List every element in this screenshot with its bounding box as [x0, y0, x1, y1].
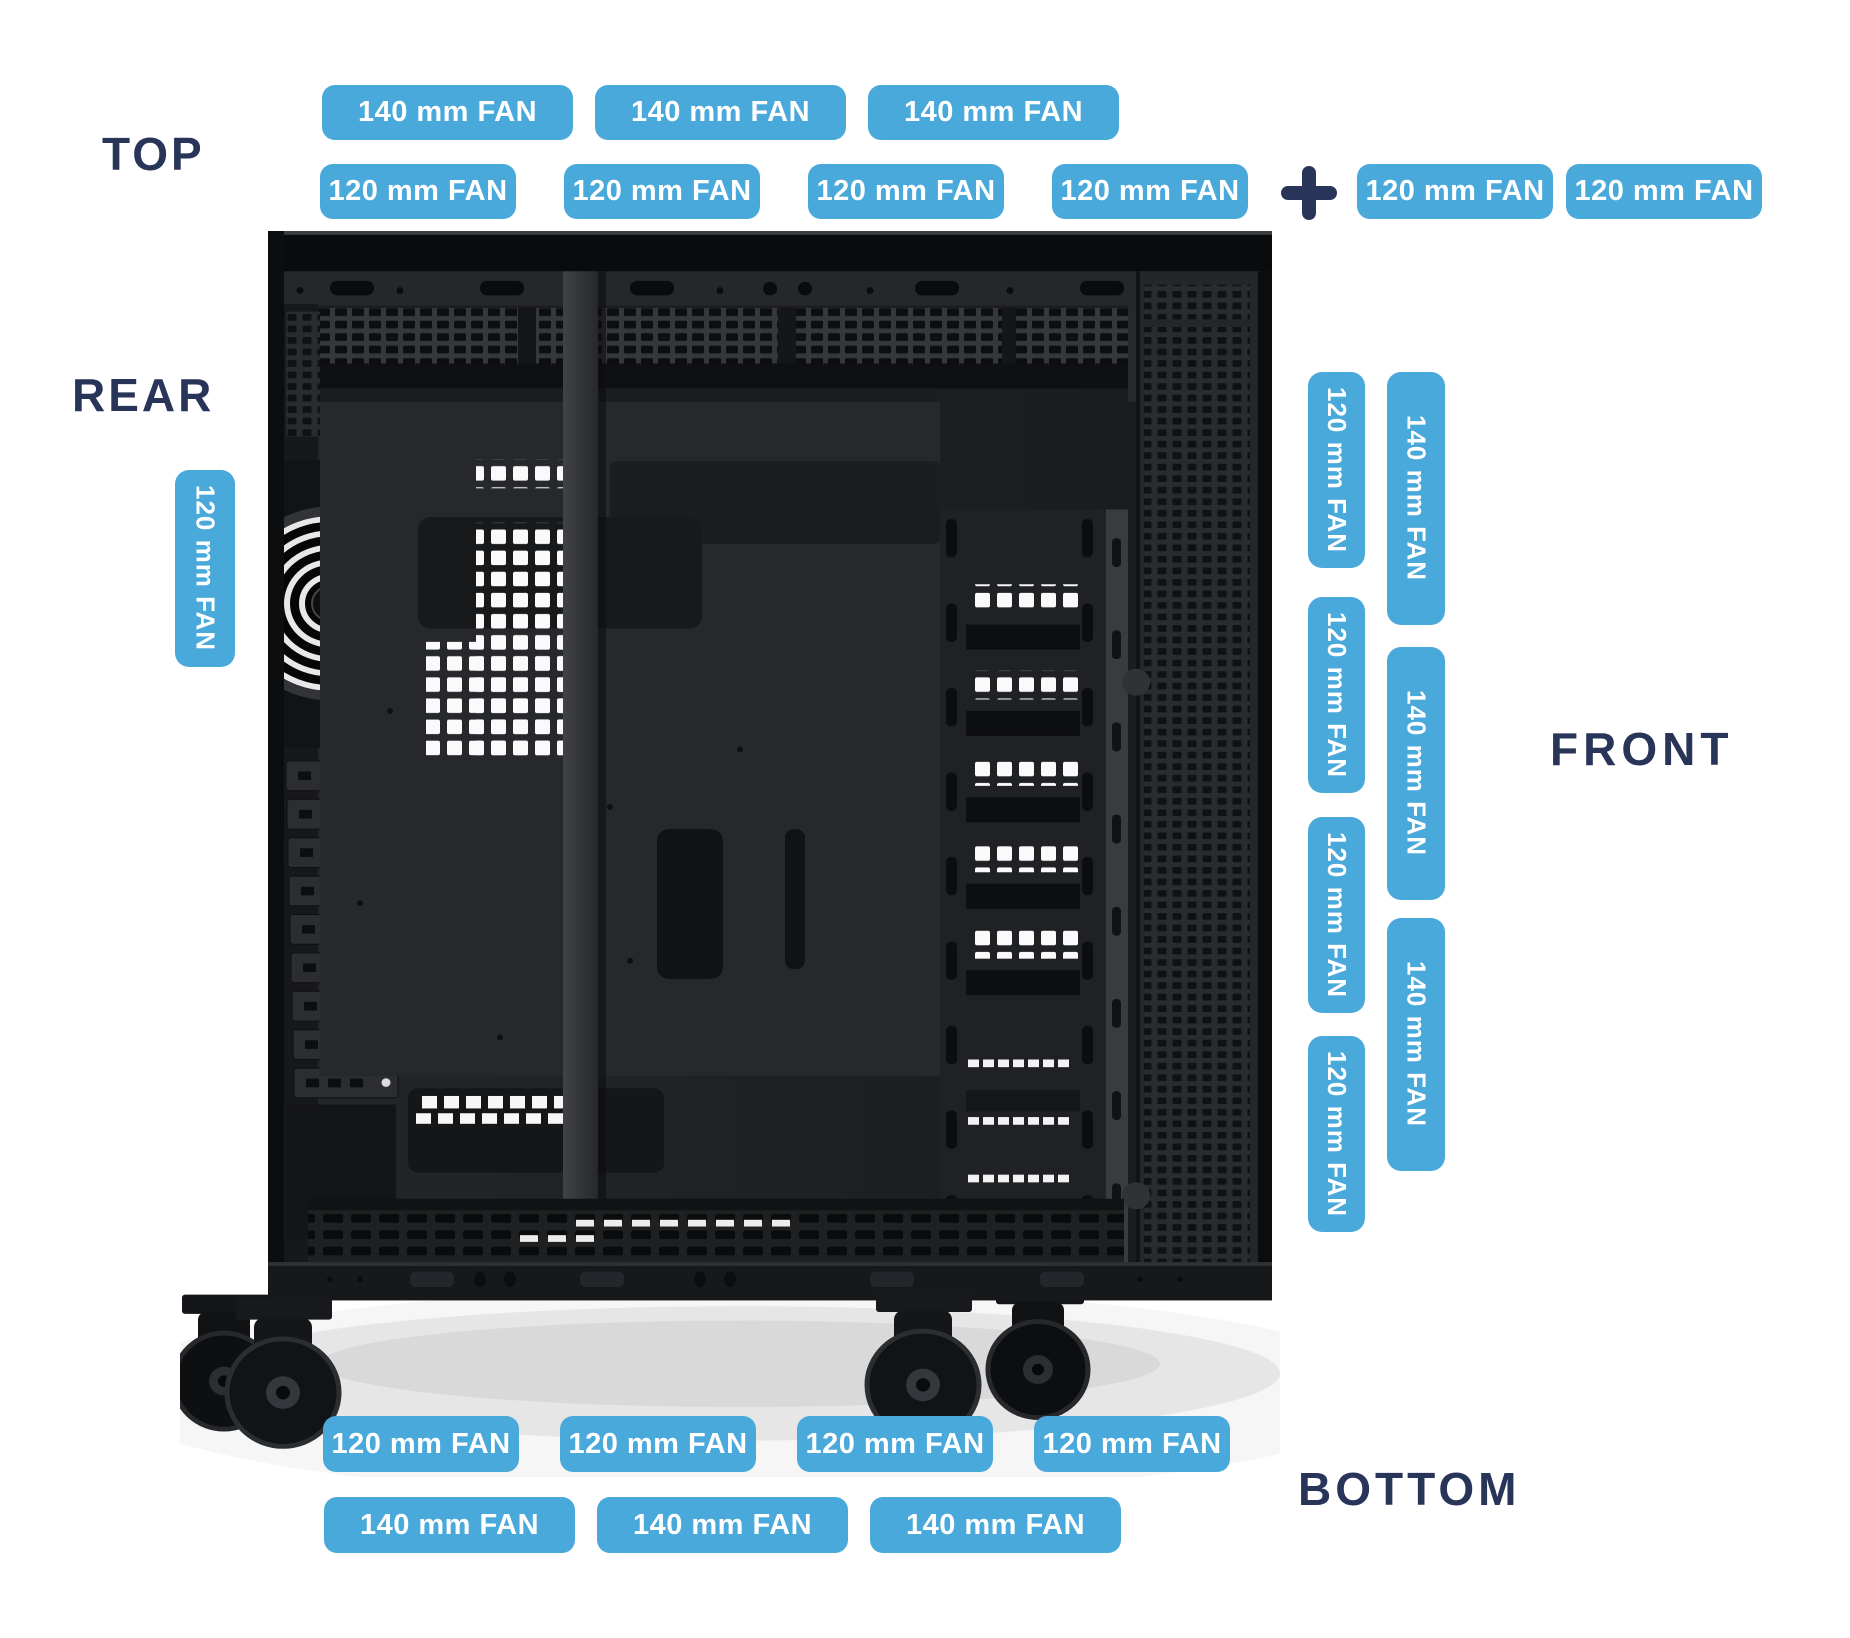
fan-badge-label: 140 mm FAN — [1401, 690, 1432, 857]
bottom-120mm-fan-badge: 120 mm FAN — [797, 1416, 993, 1472]
front-label: FRONT — [1550, 723, 1734, 775]
top-120mm-fan-badge: 120 mm FAN — [1052, 164, 1248, 219]
fan-badge-label: 140 mm FAN — [903, 96, 1084, 128]
fan-badge-label: 120 mm FAN — [1042, 1427, 1222, 1460]
fan-badge-label: 120 mm FAN — [805, 1427, 985, 1460]
caster-wheel — [224, 1298, 342, 1449]
fan-badge-label: 140 mm FAN — [1401, 415, 1432, 582]
fan-badge-label: 120 mm FAN — [1574, 175, 1754, 207]
fan-badge-label: 120 mm FAN — [1322, 831, 1352, 999]
fan-badge-label: 140 mm FAN — [359, 1508, 540, 1541]
top-120mm-fan-badge: 120 mm FAN — [320, 164, 516, 219]
front-140mm-fan-badge: 140 mm FAN — [1387, 647, 1445, 900]
fan-badge-label: 140 mm FAN — [1401, 961, 1432, 1128]
front-120mm-fan-badge: 120 mm FAN — [1308, 1036, 1365, 1232]
bottom-vent — [408, 1088, 664, 1173]
fan-badge-label: 140 mm FAN — [357, 96, 538, 128]
top-mesh — [298, 307, 1232, 364]
fan-badge-label: 120 mm FAN — [568, 1427, 748, 1460]
fan-badge-label: 120 mm FAN — [190, 485, 221, 652]
rear-label: REAR — [72, 369, 215, 421]
drive-cage-vents — [966, 584, 1080, 1239]
fan-badge-label: 140 mm FAN — [632, 1508, 813, 1541]
fan-badge-label: 120 mm FAN — [1365, 175, 1545, 207]
fan-badge-label: 140 mm FAN — [905, 1508, 1086, 1541]
pc-case-illustration — [180, 231, 1280, 1477]
fan-badge-label: 120 mm FAN — [1322, 386, 1352, 554]
bottom-140mm-fan-badge: 140 mm FAN — [324, 1497, 575, 1553]
fan-badge-label: 120 mm FAN — [328, 175, 508, 207]
top-label: TOP — [102, 128, 205, 180]
case-floor — [268, 1198, 1272, 1301]
fan-badge-label: 140 mm FAN — [630, 96, 811, 128]
bottom-label: BOTTOM — [1298, 1463, 1521, 1515]
top-140mm-fan-badge: 140 mm FAN — [595, 85, 846, 140]
top-120mm-fan-badge: 120 mm FAN — [808, 164, 1004, 219]
bottom-120mm-fan-badge: 120 mm FAN — [1034, 1416, 1230, 1472]
front-120mm-fan-badge: 120 mm FAN — [1308, 597, 1365, 793]
fan-badge-label: 120 mm FAN — [331, 1427, 511, 1460]
front-120mm-fan-badge: 120 mm FAN — [1308, 372, 1365, 568]
fan-badge-label: 120 mm FAN — [816, 175, 996, 207]
caster-wheel — [864, 1290, 982, 1442]
cable-management-bar — [558, 271, 606, 1278]
motherboard-tray — [320, 388, 940, 1173]
plus-icon — [1281, 166, 1337, 220]
drive-cage — [940, 509, 1106, 1266]
bottom-140mm-fan-badge: 140 mm FAN — [597, 1497, 848, 1553]
bottom-140mm-fan-badge: 140 mm FAN — [870, 1497, 1121, 1553]
bottom-120mm-fan-badge: 120 mm FAN — [323, 1416, 519, 1472]
top-140mm-fan-badge: 140 mm FAN — [322, 85, 573, 140]
front-140mm-fan-badge: 140 mm FAN — [1387, 918, 1445, 1171]
fan-badge-label: 120 mm FAN — [1322, 611, 1352, 779]
fan-badge-label: 120 mm FAN — [1060, 175, 1240, 207]
cage-divider — [1106, 509, 1128, 1266]
front-140mm-fan-badge: 140 mm FAN — [1387, 372, 1445, 625]
top-120mm-fan-badge: 120 mm FAN — [1566, 164, 1762, 219]
front-mesh-panel — [1122, 271, 1272, 1299]
front-120mm-fan-badge: 120 mm FAN — [1308, 817, 1365, 1013]
top-120mm-fan-badge: 120 mm FAN — [1357, 164, 1553, 219]
fan-badge-label: 120 mm FAN — [572, 175, 752, 207]
fan-badge-label: 120 mm FAN — [1322, 1050, 1352, 1218]
bottom-120mm-fan-badge: 120 mm FAN — [560, 1416, 756, 1472]
top-140mm-fan-badge: 140 mm FAN — [868, 85, 1119, 140]
rear-120mm-fan-badge: 120 mm FAN — [175, 470, 235, 667]
top-120mm-fan-badge: 120 mm FAN — [564, 164, 760, 219]
